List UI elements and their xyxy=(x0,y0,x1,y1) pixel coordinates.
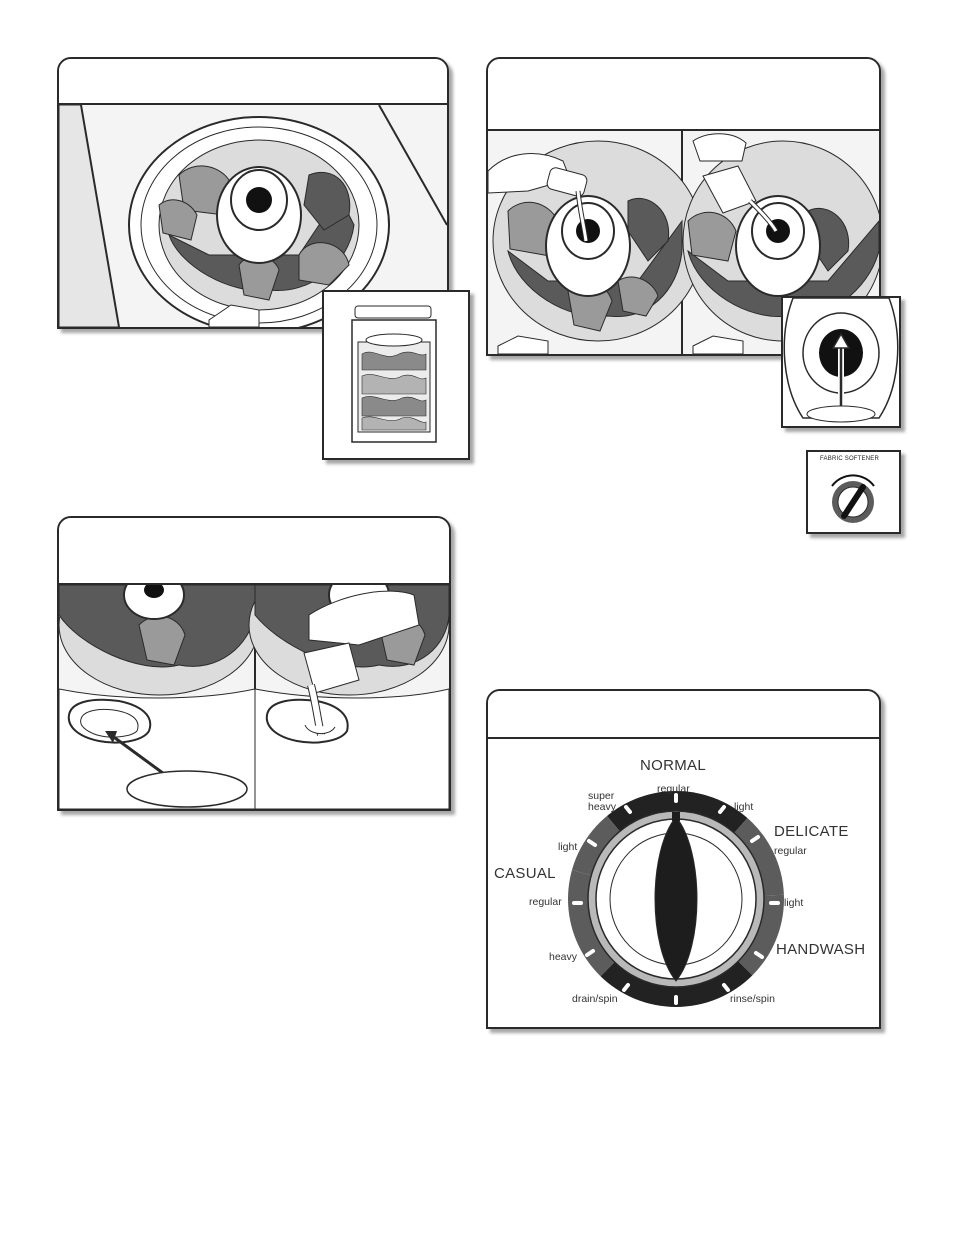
fabric-softener-label: FABRIC SOFTENER xyxy=(820,456,879,462)
panel-header xyxy=(488,59,879,131)
category-delicate: DELICATE xyxy=(774,823,849,840)
setting-delicate-light: light xyxy=(784,897,803,909)
panel-header xyxy=(59,518,449,585)
category-normal: NORMAL xyxy=(640,757,706,774)
detergent-dispenser-illustration xyxy=(59,585,449,809)
inset-fabric-softener: FABRIC SOFTENER xyxy=(806,450,901,534)
cycle-dial-knob xyxy=(488,691,879,1027)
inset-washer-front xyxy=(322,290,470,460)
inset-dispenser-arrow xyxy=(781,296,901,428)
dispenser-arrow-icon xyxy=(783,298,899,426)
softener-knob-icon xyxy=(808,466,899,532)
setting-normal-regular: regular xyxy=(657,783,690,795)
panel-header xyxy=(59,59,447,105)
setting-normal-light: light xyxy=(734,801,753,813)
setting-rinse-spin: rinse/spin xyxy=(730,993,775,1005)
setting-delicate-regular: regular xyxy=(774,845,807,857)
panel-cycle-dial: NORMAL DELICATE CASUAL HANDWASH regular … xyxy=(486,689,881,1029)
panel-detergent-dispenser xyxy=(57,516,451,811)
washer-front-icon xyxy=(324,292,468,458)
setting-super-heavy: super heavy xyxy=(588,791,624,813)
setting-casual-light: light xyxy=(558,841,577,853)
panel-load-washer xyxy=(57,57,449,329)
category-casual: CASUAL xyxy=(494,865,556,882)
setting-casual-heavy: heavy xyxy=(549,951,577,963)
setting-drain-spin: drain/spin xyxy=(572,993,618,1005)
setting-casual-regular: regular xyxy=(529,896,562,908)
category-handwash: HANDWASH xyxy=(776,941,865,958)
